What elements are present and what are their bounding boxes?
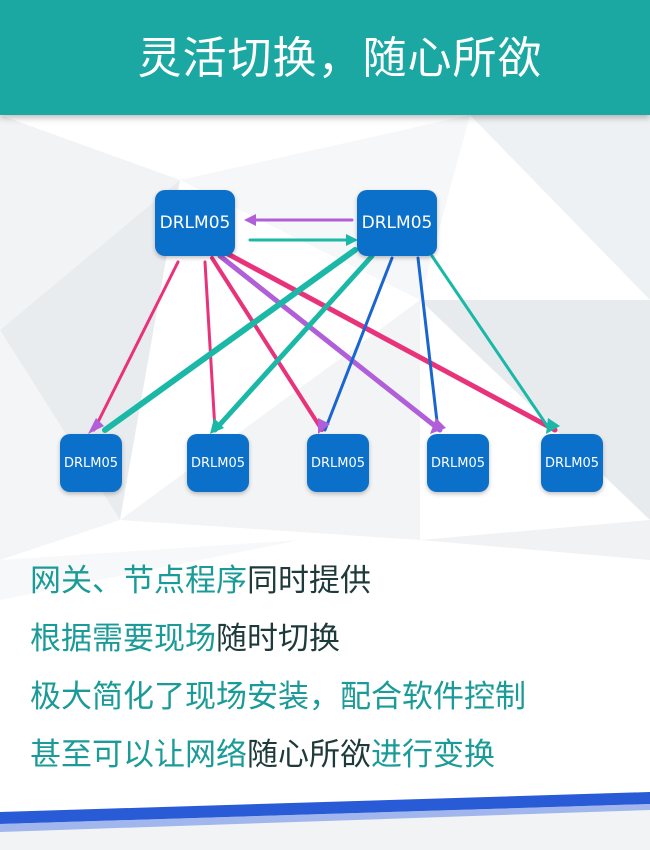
arrow-tl-b5: [225, 251, 558, 433]
arrows: [92, 218, 558, 433]
text-line-4: 甚至可以让网络随心所欲进行变换: [30, 726, 640, 784]
arrow-tl-b3: [210, 256, 324, 432]
arrowhead-5: [546, 418, 560, 434]
arrow-tr-b3: [323, 256, 394, 432]
node-bottom-5: DRLM05: [541, 434, 603, 492]
arrowhead-3: [318, 418, 330, 434]
text-line-2-part-2: 随时切换: [216, 621, 340, 657]
node-bottom-4: DRLM05: [427, 434, 489, 492]
node-top-left: DRLM05: [155, 190, 235, 256]
text-line-3-part-1: 极大简化了现场安装，配合软件控制: [30, 679, 526, 715]
arrow-tl-b2: [203, 260, 217, 432]
arrow-tl-b1: [92, 260, 180, 432]
node-bottom-2: DRLM05: [187, 434, 249, 492]
header-banner: 灵活切换，随心所欲: [0, 0, 650, 115]
text-line-1-part-2: 同时提供: [247, 563, 371, 599]
text-line-2-part-1: 根据需要现场: [30, 621, 216, 657]
text-line-2: 根据需要现场随时切换: [30, 610, 640, 668]
node-bottom-1: DRLM05: [60, 434, 122, 492]
arrow-tr-b1: [102, 247, 358, 433]
page-title: 灵活切换，随心所欲: [137, 33, 543, 84]
arrow-tr-b5: [430, 254, 552, 432]
node-bottom-3: DRLM05: [307, 434, 369, 492]
bottom-stripe: [0, 792, 650, 850]
arrowhead-4: [430, 418, 446, 434]
text-line-4-part-2: 随心所欲: [247, 737, 371, 773]
node-top-right: DRLM05: [357, 190, 437, 256]
arrowhead-1: [88, 418, 104, 434]
description-text: 网关、节点程序同时提供 根据需要现场随时切换 极大简化了现场安装，配合软件控制 …: [30, 552, 640, 784]
arrowhead-top-1: [244, 214, 256, 226]
text-line-4-part-3: 进行变换: [371, 737, 495, 773]
arrowhead-top-2: [346, 234, 358, 246]
text-line-1: 网关、节点程序同时提供: [30, 552, 640, 610]
arrow-tl-b4: [217, 253, 443, 433]
arrowheads: [88, 214, 560, 434]
text-line-1-part-1: 网关、节点程序: [30, 563, 247, 599]
arrowhead-2: [210, 418, 224, 434]
arrow-tr-b4: [416, 256, 440, 432]
network-diagram: [88, 214, 560, 434]
arrow-tr-b2: [212, 253, 375, 433]
text-line-3: 极大简化了现场安装，配合软件控制: [30, 668, 640, 726]
text-line-4-part-1: 甚至可以让网络: [30, 737, 247, 773]
